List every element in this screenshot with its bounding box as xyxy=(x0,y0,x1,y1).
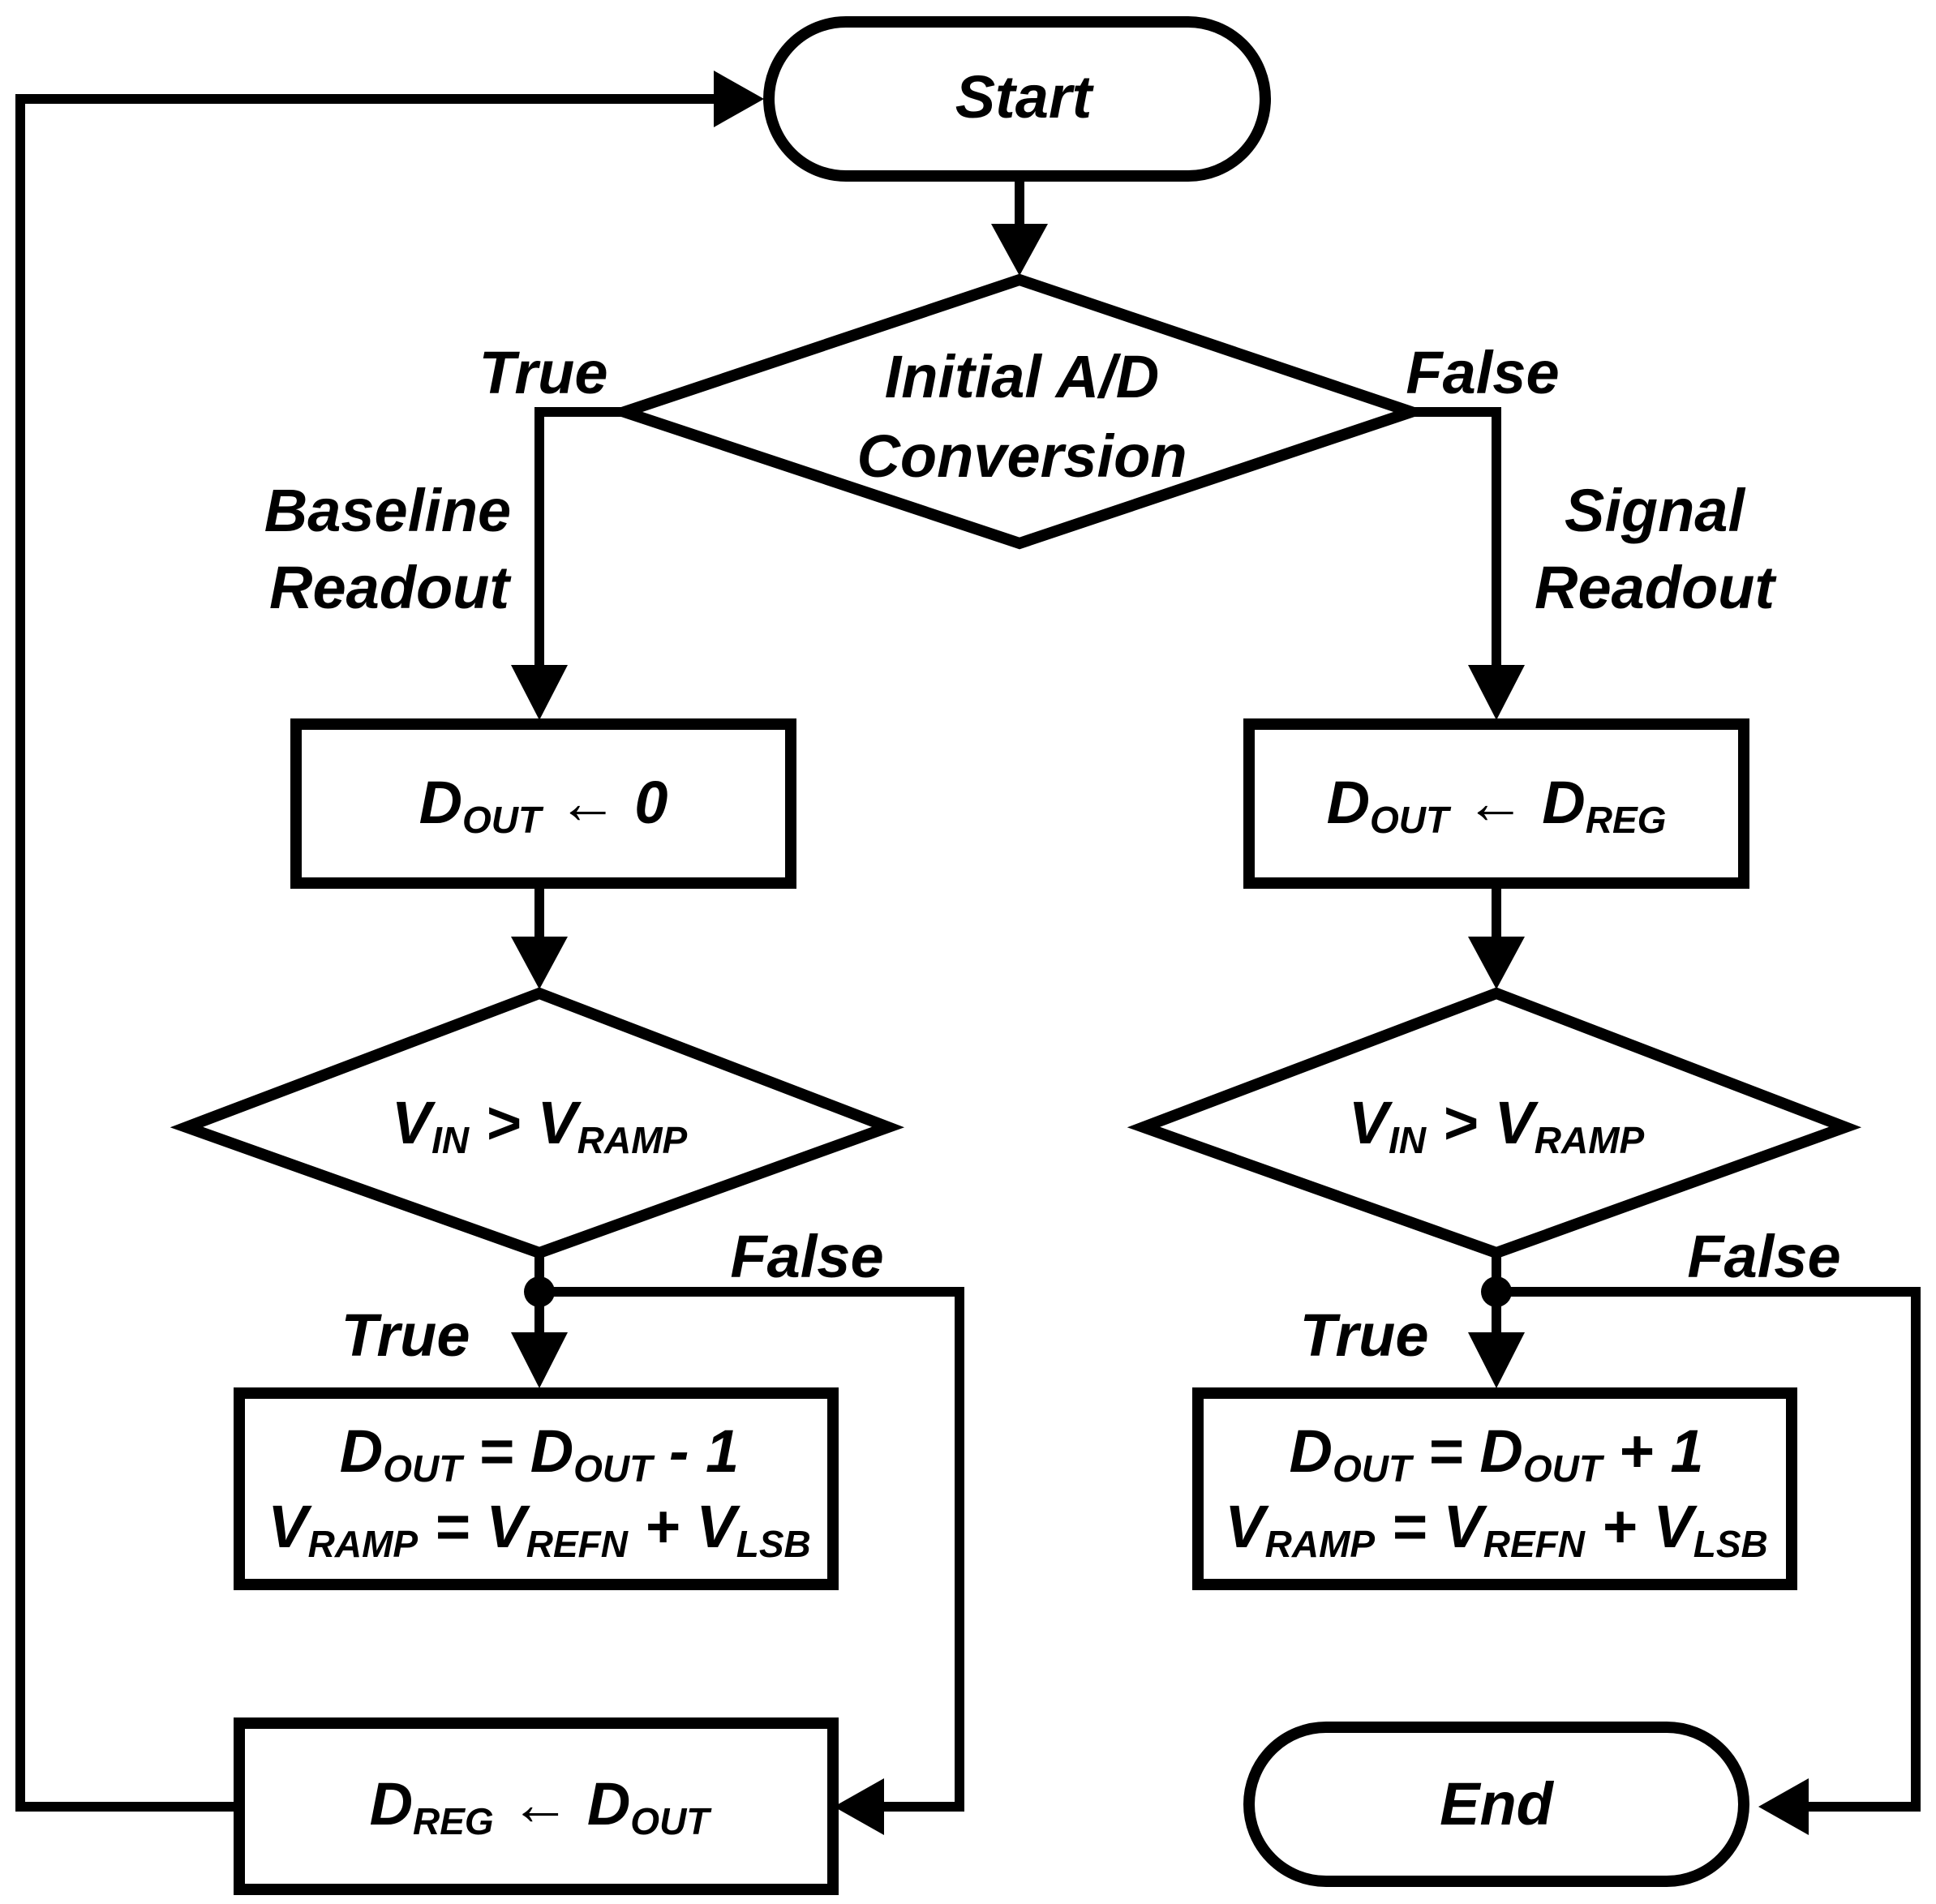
left-update-line2: VRAMP = VREFN + VLSB xyxy=(268,1493,810,1565)
right-update-line2: VRAMP = VREFN + VLSB xyxy=(1225,1493,1767,1565)
arrowhead xyxy=(511,665,568,720)
dreg-store-text: DREG ← DOUT xyxy=(370,1770,713,1842)
dreg-store-box xyxy=(234,1717,839,1895)
end-terminal xyxy=(1243,1722,1749,1887)
edge-label-baseline-2: Readout xyxy=(269,554,512,621)
edge-feedback-to-start xyxy=(15,94,718,1812)
arrowhead xyxy=(1468,1332,1525,1388)
left-assign-text: DOUT ← 0 xyxy=(419,769,668,841)
left-assign-box xyxy=(290,718,796,889)
edge-label-top-true: True xyxy=(479,339,607,406)
start-label: Start xyxy=(955,63,1095,131)
edge-true-baseline xyxy=(534,407,625,669)
edge-label-signal-1: Signal xyxy=(1565,477,1745,544)
arrowhead xyxy=(511,937,568,989)
edge-label-top-false: False xyxy=(1406,339,1559,406)
arrowhead xyxy=(834,1778,884,1835)
right-update-box xyxy=(1192,1387,1797,1590)
edge-label-signal-2: Readout xyxy=(1535,554,1777,621)
left-compare-decision xyxy=(170,987,905,1259)
edge-right-to-end xyxy=(1496,1287,1921,1812)
edge-label-left-false: False xyxy=(730,1223,883,1290)
arrowhead xyxy=(1468,937,1525,989)
left-update-line1: DOUT = DOUT - 1 xyxy=(340,1417,739,1490)
arrowhead xyxy=(714,71,764,127)
edge-label-right-false: False xyxy=(1687,1223,1840,1290)
right-compare-text: VIN > VRAMP xyxy=(1349,1089,1645,1161)
right-compare-decision xyxy=(1127,987,1862,1259)
arrowhead xyxy=(511,1332,568,1388)
edge-label-right-true: True xyxy=(1299,1301,1428,1369)
edge-false-signal xyxy=(1411,407,1501,669)
edge-left-loop xyxy=(539,1287,964,1812)
edge-label-baseline-1: Baseline xyxy=(264,477,511,544)
left-compare-text: VIN > VRAMP xyxy=(392,1089,688,1161)
decision-initial-line2: Conversion xyxy=(856,422,1187,490)
right-assign-text: DOUT ← DREG xyxy=(1327,769,1667,841)
initial-decision xyxy=(606,273,1429,550)
left-update-box xyxy=(234,1387,839,1590)
edge-label-left-true: True xyxy=(341,1301,470,1369)
start-terminal xyxy=(763,16,1271,182)
arrowhead xyxy=(991,224,1048,276)
decision-initial-line1: Initial A/D xyxy=(885,343,1160,410)
right-update-line1: DOUT = DOUT + 1 xyxy=(1290,1417,1704,1490)
arrowhead xyxy=(1468,665,1525,720)
arrowhead xyxy=(1758,1778,1809,1835)
end-label: End xyxy=(1440,1770,1555,1838)
right-assign-box xyxy=(1243,718,1749,889)
